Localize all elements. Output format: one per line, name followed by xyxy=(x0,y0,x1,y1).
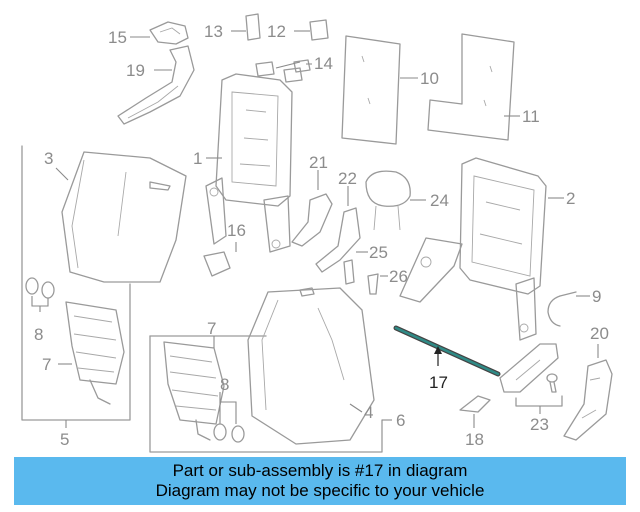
callout-26: 26 xyxy=(389,267,408,286)
part-16-knob xyxy=(203,242,237,277)
part-8-caps-left xyxy=(25,277,55,312)
callout-14: 14 xyxy=(314,54,333,73)
callout-7-center: 7 xyxy=(207,319,216,338)
callout-25: 25 xyxy=(369,243,388,262)
part-7-heater-mat-center xyxy=(163,336,225,441)
callout-15: 15 xyxy=(108,28,127,47)
part-12-cap xyxy=(294,19,329,41)
callout-1: 1 xyxy=(193,149,202,168)
part-23-group xyxy=(499,343,563,414)
part-4-seat-cushion xyxy=(247,287,375,445)
callout-10: 10 xyxy=(420,69,439,88)
part-17-rod xyxy=(393,325,501,377)
part-21-trim xyxy=(291,170,333,247)
callout-21: 21 xyxy=(309,153,328,172)
callout-17: 17 xyxy=(429,373,448,392)
callout-6: 6 xyxy=(396,411,405,430)
part-11-back-panel xyxy=(427,33,520,141)
callout-24: 24 xyxy=(430,191,449,210)
callout-8-left: 8 xyxy=(34,325,43,344)
part-14-pads xyxy=(255,59,312,83)
callout-12: 12 xyxy=(267,22,286,41)
part-20-cover xyxy=(563,344,613,441)
callout-9: 9 xyxy=(592,287,601,306)
part-5-group-box xyxy=(21,145,131,428)
seat-parts-diagram: 15 13 12 14 19 10 11 xyxy=(21,13,613,453)
part-7-heater-mat-left xyxy=(58,301,125,405)
part-24-headrest xyxy=(365,170,426,231)
part-8-caps-center xyxy=(213,392,245,443)
callout-8-center: 8 xyxy=(220,375,229,394)
part-1-seatback-frame xyxy=(205,73,293,253)
part-3-seatback-cushion xyxy=(55,151,187,283)
part-22-trim xyxy=(315,186,361,273)
banner-line-1: Part or sub-assembly is #17 in diagram xyxy=(172,461,468,480)
callout-3: 3 xyxy=(44,149,53,168)
callout-13: 13 xyxy=(204,22,223,41)
callout-7-left: 7 xyxy=(42,355,51,374)
callout-18: 18 xyxy=(465,430,484,449)
callout-5: 5 xyxy=(60,430,69,449)
part-25-guide xyxy=(343,251,368,285)
callout-20: 20 xyxy=(590,324,609,343)
part-2-seatback-frame xyxy=(399,157,564,341)
part-6-group-box xyxy=(149,335,392,453)
callout-19: 19 xyxy=(126,61,145,80)
info-banner: Part or sub-assembly is #17 in diagram D… xyxy=(14,457,626,505)
part-10-back-panel xyxy=(341,35,418,145)
part-26-guide xyxy=(367,273,388,295)
callout-16: 16 xyxy=(227,221,246,240)
callout-23: 23 xyxy=(530,415,549,434)
part-15-clip xyxy=(130,21,189,45)
part-18-handle xyxy=(459,395,491,428)
callout-11: 11 xyxy=(522,107,540,126)
part-19-hinge-cover xyxy=(117,45,195,125)
part-9-wire xyxy=(547,291,590,327)
part-13-bracket xyxy=(231,13,261,41)
callout-2: 2 xyxy=(566,189,575,208)
banner-line-2: Diagram may not be specific to your vehi… xyxy=(155,481,485,500)
callout-22: 22 xyxy=(338,169,357,188)
callout-4: 4 xyxy=(364,403,373,422)
